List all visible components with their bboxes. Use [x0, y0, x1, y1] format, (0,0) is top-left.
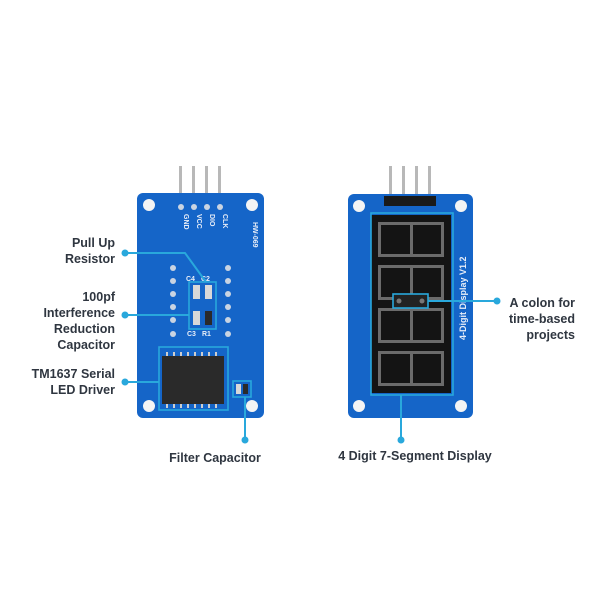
segment	[378, 308, 381, 343]
segment	[378, 383, 444, 386]
filter-capacitor-highlight	[232, 380, 252, 398]
pin-labels: GND VCC DIO CLK HW-069 C4 C2 C3 R1	[182, 214, 258, 338]
callout-capacitor: Interference	[43, 306, 115, 320]
segment	[441, 222, 444, 257]
pin-label-dio: DIO	[208, 214, 215, 227]
colon-dot	[396, 298, 402, 304]
callout-pull-up: Pull Up	[72, 236, 115, 250]
callout-capacitor: 100pf	[82, 290, 115, 304]
callout-capacitor: Reduction	[54, 322, 115, 336]
colon-dot	[419, 298, 425, 304]
pin-label-gnd: GND	[182, 214, 189, 230]
label-c2: C2	[201, 276, 210, 283]
segment	[410, 351, 413, 386]
label-c3: C3	[187, 331, 196, 338]
board-id: HW-069	[251, 222, 258, 248]
segment	[378, 265, 381, 300]
callout-pull-up: Resistor	[65, 252, 115, 266]
display-highlight	[370, 212, 454, 396]
pin-label-clk: CLK	[221, 214, 228, 228]
segment	[441, 308, 444, 343]
segment	[378, 265, 444, 268]
segment	[378, 254, 444, 257]
mounting-holes	[143, 199, 258, 412]
segment	[410, 308, 413, 343]
smd-components	[193, 285, 212, 325]
left-module: GND VCC DIO CLK HW-069 C4 C2 C3 R1	[137, 166, 264, 418]
callout-colon: projects	[526, 328, 575, 342]
tm1637-chip	[162, 356, 224, 404]
segment	[378, 351, 444, 354]
callout-colon: time-based	[509, 312, 575, 326]
callout-driver: TM1637 Serial	[32, 367, 115, 381]
pin-pads	[178, 204, 223, 210]
callout-driver: LED Driver	[50, 383, 115, 397]
resistor-capacitor-highlight	[188, 281, 217, 330]
segment	[441, 351, 444, 386]
callout-display: 4 Digit 7-Segment Display	[338, 449, 492, 463]
segment	[378, 222, 444, 225]
callout-capacitor: Capacitor	[57, 338, 115, 352]
segment	[410, 222, 413, 257]
segment	[378, 222, 381, 257]
header-pins	[179, 166, 221, 196]
callout-colon: A colon for	[509, 296, 575, 310]
digit	[378, 308, 444, 343]
label-r1: R1	[202, 331, 211, 338]
digit	[378, 351, 444, 386]
segment	[410, 265, 413, 300]
side-pads	[170, 265, 231, 337]
label-c4: C4	[186, 276, 195, 283]
segment	[378, 340, 444, 343]
right-module: 4-Digit Display V1.2	[348, 166, 473, 418]
digit	[378, 222, 444, 257]
header-pins-right	[389, 166, 431, 198]
display-silk-text: 4-Digit Display V1.2	[458, 256, 468, 340]
callouts: Pull Up Resistor 100pf Interference Redu…	[32, 236, 576, 465]
pin-label-vcc: VCC	[195, 214, 202, 229]
segment	[378, 351, 381, 386]
segment	[441, 265, 444, 300]
callout-filter: Filter Capacitor	[169, 451, 261, 465]
chip-pins	[166, 352, 217, 408]
leader-lines	[121, 249, 501, 444]
segment	[378, 308, 444, 311]
driver-highlight	[158, 346, 229, 411]
